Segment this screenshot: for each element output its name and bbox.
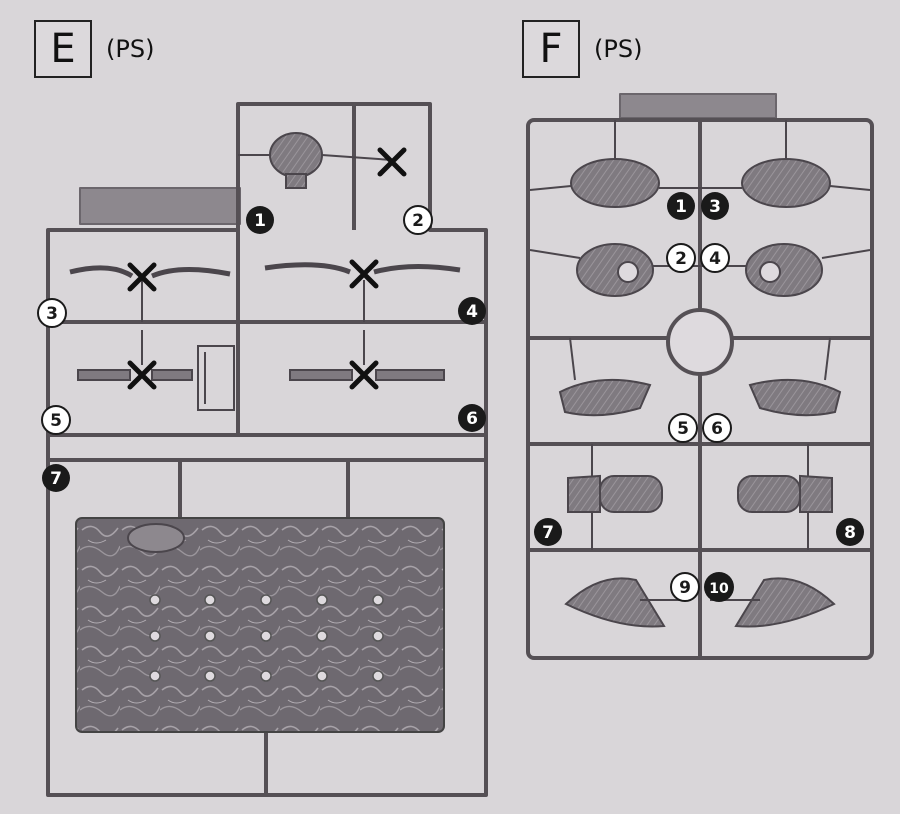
gate-label-f-6: 6: [702, 413, 732, 443]
svg-text:4: 4: [466, 302, 478, 322]
gate-label-e-7: 7: [42, 464, 70, 492]
frame-f-gate-labels: 1 3 2 4 5 6 7 8: [534, 192, 864, 602]
svg-text:2: 2: [675, 249, 687, 269]
frame-f-runner: [526, 93, 874, 660]
frame-e-base-pegs: [149, 594, 384, 682]
gate-label-f-1: 1: [667, 192, 695, 220]
svg-text:5: 5: [50, 411, 62, 431]
frame-e-letter: E: [50, 26, 76, 72]
frame-e-gate-labels: 1 2 3 4 5 6 7: [37, 205, 486, 492]
svg-text:1: 1: [675, 197, 687, 217]
svg-text:9: 9: [679, 578, 691, 598]
frame-f-letter: F: [539, 26, 563, 72]
frame-e-runner: [46, 102, 488, 797]
frame-e-parts: [69, 132, 461, 733]
gate-label-e-6: 6: [458, 404, 486, 432]
svg-text:6: 6: [466, 409, 478, 429]
gate-label-f-9: 9: [670, 572, 700, 602]
svg-text:10: 10: [709, 581, 729, 597]
svg-text:8: 8: [844, 523, 856, 543]
gate-label-f-4: 4: [700, 243, 730, 273]
gate-label-e-5: 5: [41, 405, 71, 435]
svg-text:3: 3: [709, 197, 721, 217]
gate-label-e-1: 1: [246, 206, 274, 234]
gate-label-f-2: 2: [666, 243, 696, 273]
gate-label-f-7: 7: [534, 518, 562, 546]
gate-label-e-4: 4: [458, 297, 486, 325]
frame-e-letter-box: E: [34, 20, 92, 78]
svg-text:1: 1: [254, 211, 266, 231]
svg-text:7: 7: [542, 523, 554, 543]
frame-f-material: (PS): [594, 35, 643, 63]
frame-e-title: E (PS): [34, 20, 154, 78]
gate-label-e-3: 3: [37, 298, 67, 328]
gate-label-e-2: 2: [403, 205, 433, 235]
gate-label-f-5: 5: [668, 413, 698, 443]
svg-text:5: 5: [677, 419, 689, 439]
frame-f-letter-box: F: [522, 20, 580, 78]
gate-label-f-8: 8: [836, 518, 864, 546]
svg-text:7: 7: [50, 469, 62, 489]
svg-text:4: 4: [709, 249, 721, 269]
frame-f-title: F (PS): [522, 20, 642, 78]
gate-label-f-10: 10: [704, 572, 734, 602]
frame-f-parts: [529, 120, 871, 628]
frame-e-material: (PS): [106, 35, 155, 63]
cut-mark-icon: [127, 147, 407, 390]
svg-text:3: 3: [46, 304, 58, 324]
svg-text:6: 6: [711, 419, 723, 439]
gate-label-f-3: 3: [701, 192, 729, 220]
svg-text:2: 2: [412, 211, 424, 231]
